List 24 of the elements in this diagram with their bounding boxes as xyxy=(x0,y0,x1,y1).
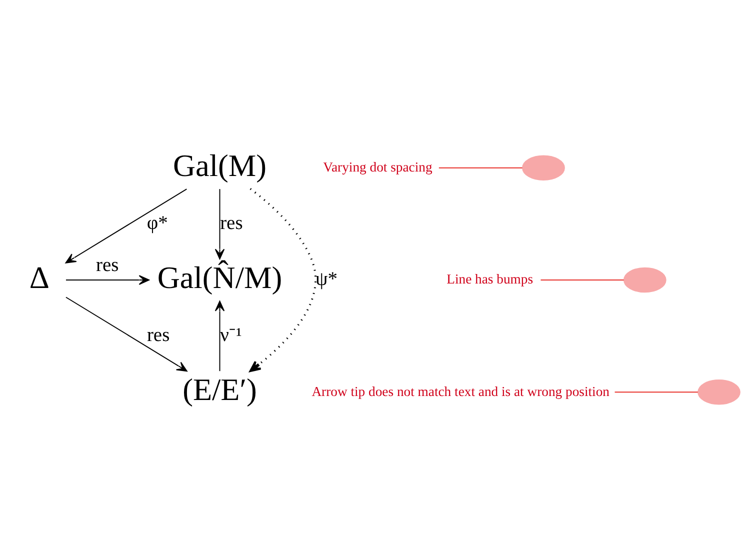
node-text: (E/E′) xyxy=(182,372,257,408)
node-text: Gal(N̂/M) xyxy=(157,260,282,295)
arrow xyxy=(65,188,188,264)
connector xyxy=(614,392,698,393)
edge-label: ν⁻¹ xyxy=(220,324,242,346)
edge-label: res xyxy=(146,324,170,346)
arrow xyxy=(214,300,225,372)
node-text: Arrow tip does not match text and is at wrong position xyxy=(312,384,610,399)
node-text: Line has bumps xyxy=(446,272,534,287)
edge-label: res xyxy=(220,212,243,234)
arrow xyxy=(66,296,188,372)
node-text: Δ xyxy=(29,260,50,295)
node-ellipse xyxy=(522,155,565,181)
node-ellipse xyxy=(698,379,740,405)
arrow xyxy=(249,188,316,372)
edge-label: ψ* xyxy=(316,268,338,290)
node-text: Gal(M) xyxy=(172,148,267,183)
arrow xyxy=(214,188,225,260)
node-text: Varying dot spacing xyxy=(323,159,432,174)
edge-label: φ* xyxy=(146,212,168,234)
connector xyxy=(438,167,523,168)
edge-label: res xyxy=(96,255,119,276)
node-ellipse xyxy=(623,267,666,293)
arrow xyxy=(66,275,150,285)
